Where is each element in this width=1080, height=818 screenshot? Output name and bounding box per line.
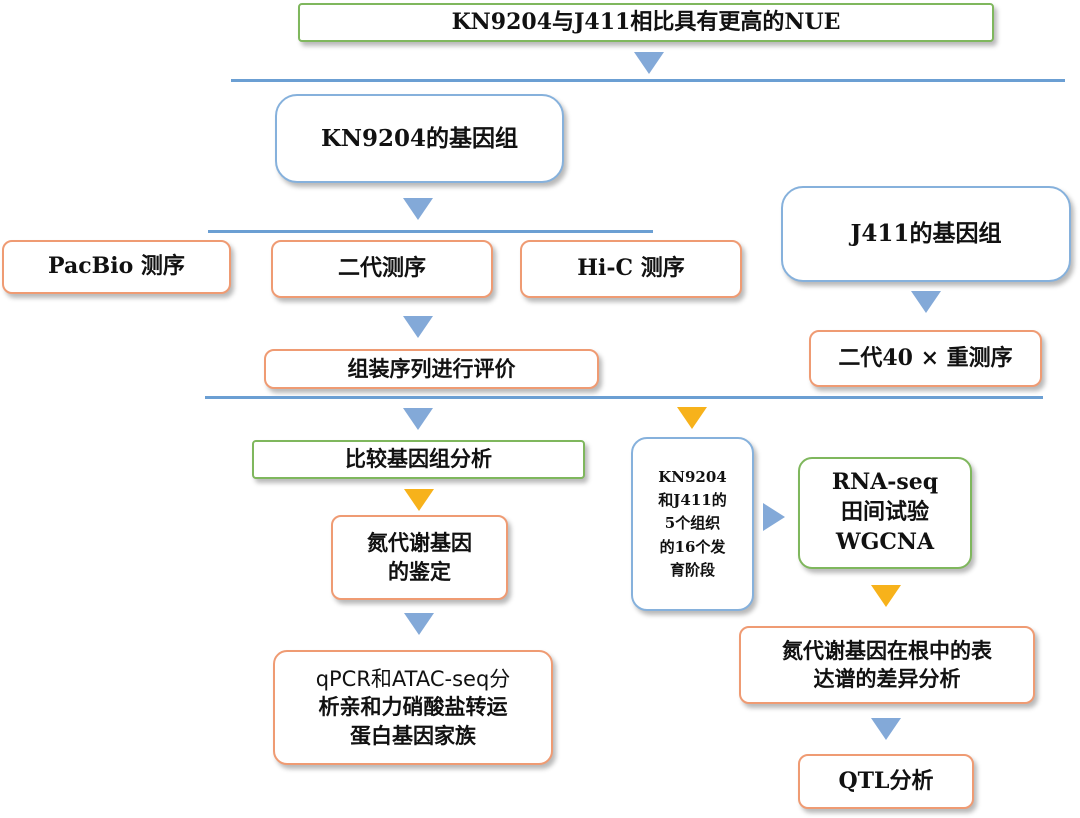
pacbio-seq-label: PacBio 测序 xyxy=(48,253,185,280)
rnaseq-line1: RNA-seq xyxy=(831,469,939,496)
arrow-down-orange-2 xyxy=(404,489,434,511)
top-goal-box: KN9204与J411相比具有更高的NUE xyxy=(298,3,994,42)
tissue-line5: 育阶段 xyxy=(669,560,715,579)
arrow-down-1 xyxy=(634,52,664,74)
arrow-down-orange-3 xyxy=(871,585,901,607)
nitrate-transporter-family-box: qPCR和ATAC-seq分 析亲和力硝酸盐转运 蛋白基因家族 xyxy=(273,650,553,765)
root-expr-line1: 氮代谢基因在根中的表 xyxy=(782,637,992,663)
assembly-eval-label: 组装序列进行评价 xyxy=(347,355,516,381)
tissue-stage-box: KN9204 和J411的 5个组织 的16个发 育阶段 xyxy=(631,437,754,611)
comparative-genomics-label: 比较基因组分析 xyxy=(345,446,492,472)
top-goal-label: KN9204与J411相比具有更高的NUE xyxy=(451,8,841,35)
root-expr-line2: 达谱的差异分析 xyxy=(813,666,961,691)
qtl-label: QTL分析 xyxy=(838,767,934,794)
hic-seq-box: Hi-C 测序 xyxy=(520,240,742,298)
rnaseq-line2: 田间试验 xyxy=(840,499,929,526)
comparative-genomics-box: 比较基因组分析 xyxy=(252,440,585,479)
j411-genome-box: J411的基因组 xyxy=(781,186,1071,282)
family-line2: 析亲和力硝酸盐转运 xyxy=(318,694,508,720)
assembly-eval-box: 组装序列进行评价 xyxy=(264,349,599,389)
qtl-box: QTL分析 xyxy=(798,754,974,809)
family-line1: qPCR和ATAC-seq分 xyxy=(315,666,511,691)
n-gene-id-line2: 的鉴定 xyxy=(388,558,451,584)
arrow-down-3 xyxy=(403,316,433,338)
ngs-seq-box: 二代测序 xyxy=(271,240,493,298)
tissue-line4: 的16个发 xyxy=(659,537,726,556)
root-expression-box: 氮代谢基因在根中的表 达谱的差异分析 xyxy=(739,626,1035,704)
arrow-right-1 xyxy=(763,503,785,531)
resequencing-box: 二代40 × 重测序 xyxy=(809,330,1042,387)
arrow-down-4 xyxy=(403,408,433,430)
rnaseq-line3: WGCNA xyxy=(835,528,935,555)
pacbio-seq-box: PacBio 测序 xyxy=(2,240,231,294)
kn9204-genome-label: KN9204的基因组 xyxy=(320,124,519,152)
arrow-down-orange-1 xyxy=(677,407,707,429)
family-line3: 蛋白基因家族 xyxy=(349,722,476,748)
tissue-line2: 和J411的 xyxy=(658,491,727,510)
arrow-down-2 xyxy=(403,198,433,220)
tissue-line1: KN9204 xyxy=(658,467,727,486)
resequencing-label: 二代40 × 重测序 xyxy=(838,344,1013,371)
arrow-down-6 xyxy=(871,718,901,740)
arrow-down-5 xyxy=(404,613,434,635)
divider-line-2 xyxy=(208,230,653,233)
divider-line-3 xyxy=(205,396,1043,399)
divider-line-1 xyxy=(231,79,1065,82)
ngs-seq-label: 二代测序 xyxy=(337,255,426,282)
hic-seq-label: Hi-C 测序 xyxy=(577,255,685,282)
rnaseq-box: RNA-seq 田间试验 WGCNA xyxy=(798,457,972,569)
j411-genome-label: J411的基因组 xyxy=(850,220,1002,248)
n-gene-id-box: 氮代谢基因 的鉴定 xyxy=(331,515,508,600)
tissue-line3: 5个组织 xyxy=(664,514,721,533)
kn9204-genome-box: KN9204的基因组 xyxy=(275,94,564,183)
arrow-down-j411 xyxy=(911,291,941,313)
n-gene-id-line1: 氮代谢基因 xyxy=(367,530,472,556)
